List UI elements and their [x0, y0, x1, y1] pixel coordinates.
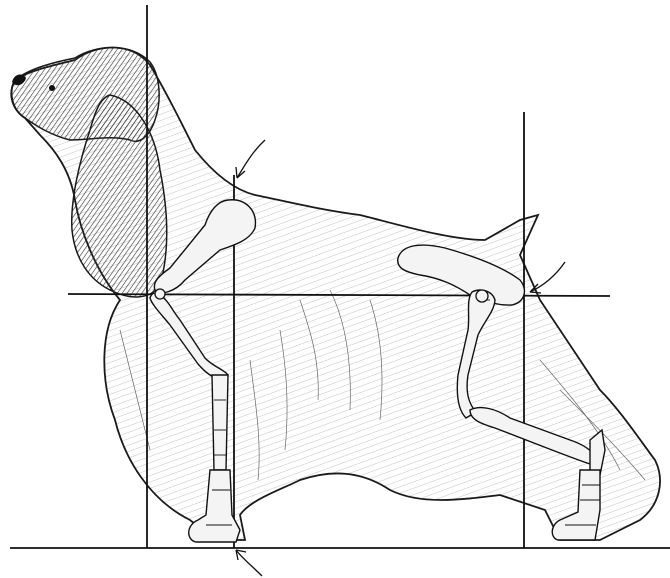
- radius-ulna: [212, 375, 228, 470]
- hip-joint: [476, 290, 488, 302]
- withers-arrow: [237, 140, 265, 178]
- foot-arrow: [236, 550, 262, 576]
- dog-eye: [49, 85, 55, 91]
- shoulder-joint: [155, 289, 165, 299]
